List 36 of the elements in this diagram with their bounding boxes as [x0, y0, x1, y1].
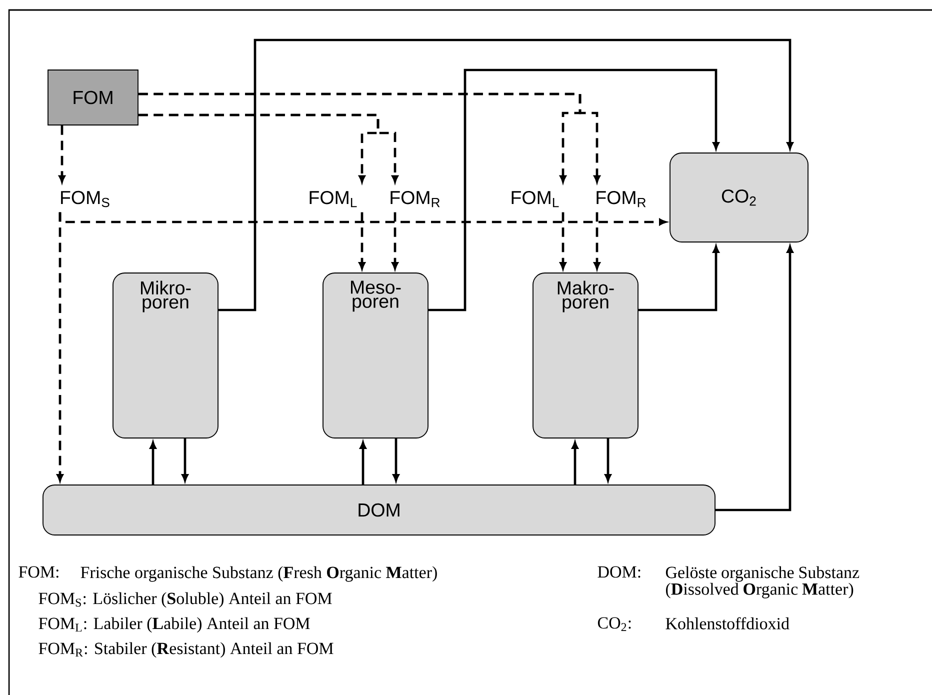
arrow — [594, 212, 600, 270]
node-label: FOM$_{S}$ — [61, 190, 110, 208]
legend-text: FOM: — [18, 566, 58, 578]
node-label: FOM$_{L}$ — [512, 190, 559, 208]
pore-box: Meso- poren — [322, 272, 428, 438]
arrow — [638, 246, 720, 312]
arrow — [392, 438, 400, 482]
legend-text: DOM: — [598, 566, 640, 578]
legend-text: FOM$_{L}$: Labiler (Labile) Anteil an FOM — [38, 617, 310, 633]
arrow — [182, 438, 188, 482]
process-box: CO$_{2}$ — [670, 152, 808, 242]
legend-text: CO$_{2}$: — [598, 617, 631, 632]
process-box: FOM — [48, 70, 138, 126]
node-label: FOM$_{R}$ — [596, 190, 646, 208]
arrow — [392, 212, 398, 270]
arrow — [360, 442, 366, 485]
pore-box: Makro- poren — [532, 272, 638, 438]
arrow — [218, 38, 794, 312]
node-label: FOM$_{L}$ — [310, 190, 357, 208]
pore-box: Mikro- poren — [112, 272, 218, 438]
arrow — [428, 68, 720, 312]
process-box: DOM — [42, 484, 716, 536]
legend-text: Kohlenstoffdioxid — [666, 617, 790, 630]
arrow — [604, 438, 612, 482]
arrow — [358, 212, 366, 270]
arrow — [716, 246, 794, 512]
legend-text: Gelöste organische Substanz (Dissolved Organic Matter) — [666, 566, 860, 598]
legend-text: FOM$_{R}$: Stabiler (Resistant) Anteil an FOM — [38, 642, 334, 658]
arrow — [56, 212, 64, 482]
arrow — [572, 442, 578, 485]
arrow — [58, 125, 66, 183]
legend-text: Frische organische Substanz (Fresh Organic Matter) — [80, 566, 437, 582]
arrow — [560, 212, 566, 270]
arrow — [150, 442, 156, 485]
legend-text: FOM$_{S}$: Löslicher (Soluble) Anteil an FOM — [38, 592, 332, 608]
node-label: FOM$_{R}$ — [390, 190, 440, 208]
